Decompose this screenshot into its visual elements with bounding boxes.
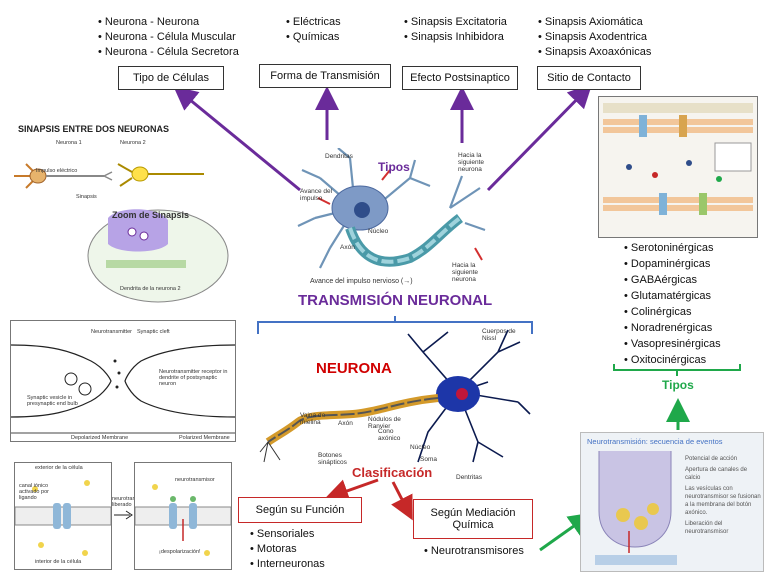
neurona-vaina: Vaina de mielina: [300, 412, 326, 426]
arrow-to-mediacion: [391, 481, 413, 521]
label-polarized: Polarized Membrane: [179, 435, 230, 441]
mediacion-bullets: Neurotransmisores: [424, 544, 524, 559]
contact-bullets: Sinapsis AxiomáticaSinapsis AxodentricaS…: [538, 15, 651, 60]
neurona-nucleo: Núcleo: [410, 444, 431, 451]
neurona-cono: Cono axónico: [378, 428, 401, 442]
label-depolarized: Depolarized Membrane: [71, 435, 129, 441]
arrow-to-funcion: [324, 478, 379, 503]
cells-box: Tipo de Células: [118, 66, 224, 90]
label-hacia-bottom: Hacia la siguiente neurona: [452, 262, 479, 283]
label-neuron2: Neurona 2: [120, 140, 146, 146]
contact-box: Sitio de Contacto: [537, 66, 641, 90]
transmission-title: TRANSMISIÓN NEURONAL: [298, 292, 493, 309]
label-neuro: neurotransmisor: [175, 477, 215, 483]
label-axon: Axón: [340, 244, 355, 251]
tipos-right: Tipos: [662, 378, 694, 392]
types-list: SerotoninérgicasDopaminérgicasGABAérgica…: [624, 240, 721, 368]
panel3-arrow: [114, 510, 133, 520]
title-bracket: [257, 316, 533, 334]
label-exterior: exterior de la célula: [35, 465, 83, 471]
label-hacia-top: Hacia la siguiente neurona: [458, 152, 485, 173]
neurona-dentritas: Dentritas: [456, 474, 483, 481]
synapse-membrane-panel: [598, 96, 758, 238]
label-vesicle: Synaptic vesicle in presynaptic end bulb: [27, 395, 78, 407]
transmission-neuron-illustration: [297, 148, 486, 269]
neurona-title: NEURONA: [316, 360, 392, 377]
label-dendrite: Dendrita de la neurona 2: [120, 286, 181, 292]
label-caption: Avance del impulso nervioso (→): [310, 278, 413, 285]
label-avance: Avance del impulso: [300, 188, 333, 202]
sequence-panel: Neurotransmisión: secuencia de eventos P…: [580, 432, 764, 572]
label-cleft: Synaptic cleft: [137, 329, 170, 335]
cleft-panel: Neurotransmitter Synaptic cleft Synaptic…: [10, 320, 236, 442]
cells-bullets: Neurona - NeuronaNeurona - Célula Muscul…: [98, 15, 239, 60]
neurona-nodulos: Nódulos de Ranvier: [368, 416, 401, 430]
label-despol: ¡despolarización!: [159, 549, 201, 555]
zoom-title: Zoom de Sinapsis: [112, 210, 190, 220]
clasificacion-label: Clasificación: [352, 465, 433, 480]
neurona-illustration: [259, 329, 531, 463]
synapse-panel: [8, 136, 230, 306]
arrow-to-cells: [173, 86, 301, 192]
neurona-axon: Axón: [338, 420, 353, 427]
label-nucleo: Núcleo: [368, 228, 389, 235]
synapse-title: SINAPSIS ENTRE DOS NEURONAS: [18, 124, 170, 134]
neurona-cuerpos: Cuerpos de Nissl: [482, 328, 516, 342]
label-neurotransmitter: Neurotransmitter: [91, 329, 132, 335]
label-canal: canal iónico activado por ligando: [19, 483, 49, 501]
label-dendritas: Dendritas: [325, 153, 353, 160]
effect-box: Efecto Postsinaptico: [402, 66, 518, 90]
channel-open-panel: neurotransmisor ¡despolarización!: [134, 462, 232, 570]
funcion-box: Según su Función: [238, 497, 362, 523]
sequence-title: Neurotransmisión: secuencia de eventos: [587, 437, 723, 446]
effect-bullets: Sinapsis ExcitatoriaSinapsis Inhibidora: [404, 15, 507, 45]
label-sinapsis: Sinapsis: [76, 194, 97, 200]
neurona-soma: Soma: [420, 456, 437, 463]
neurona-botones: Botones sinápticos: [318, 452, 347, 466]
label-interior: interior de la célula: [35, 559, 82, 565]
label-impulse: Impulso eléctrico: [36, 168, 78, 174]
transmission-bullets: EléctricasQuímicas: [286, 15, 341, 45]
label-neuron1: Neurona 1: [56, 140, 82, 146]
types-bracket: [613, 364, 741, 376]
label-receptor: Neurotransmitter receptor in dendrite of…: [159, 369, 228, 387]
channel-closed-panel: exterior de la célula canal iónico activ…: [14, 462, 112, 570]
funcion-bullets: SensorialesMotorasInterneuronas: [250, 527, 325, 572]
transmission-box: Forma de Transmisión: [259, 64, 391, 88]
arrow-to-contact: [486, 83, 593, 192]
tipos-center: Tipos: [378, 160, 410, 174]
sequence-steps: Potencial de acción Apertura de canales …: [685, 456, 761, 535]
mediacion-box: Según Mediación Química: [413, 499, 533, 539]
label-liberado: neurotransmisor liberado: [112, 496, 152, 508]
